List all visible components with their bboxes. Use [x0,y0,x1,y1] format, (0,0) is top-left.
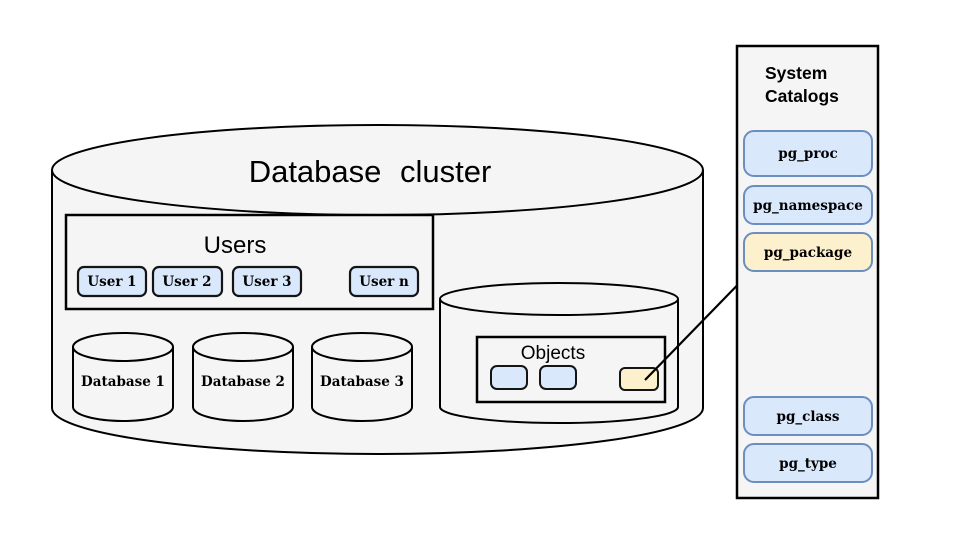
users-title: Users [204,232,267,259]
catalog-item-pg-namespace-label: pg_namespace [753,198,863,214]
user-button-3-label: User 3 [242,274,291,290]
catalog-item-pg-package-label: pg_package [764,245,852,261]
database-3-top [311,332,413,362]
catalog-item-pg-type-label: pg_type [779,456,837,472]
database-cylinder-1: Database 1 [72,332,174,422]
catalog-item-pg-class-rect [743,396,873,436]
database-2-top [192,332,294,362]
database-1-body [72,347,174,422]
user-button-n-label: User n [359,274,409,290]
catalog-item-pg-type: pg_type [743,443,873,483]
database-2-label: Database 2 [201,374,285,390]
user-button-3: User 3 [231,265,303,298]
database-1-top [72,332,174,362]
user-button-2: User 2 [151,265,224,298]
user-button-1: User 1 [76,265,148,298]
catalog-item-pg-namespace: pg_namespace [743,185,873,225]
system-catalogs-panel: System Catalogs pg_proc pg_namespace pg_… [735,44,880,500]
database-2-body [192,347,294,422]
user-button-1-label: User 1 [87,274,136,290]
user-button-2-label: User 2 [162,274,211,290]
user-button-n: User n [348,265,420,298]
user-button-2-rect [151,265,224,298]
catalog-item-pg-package: pg_package [743,232,873,272]
catalogs-title-line1: System [765,63,827,83]
catalog-item-pg-proc-rect [743,130,873,177]
cluster-title: Database cluster [249,154,492,189]
catalog-item-pg-package-rect [743,232,873,272]
catalogs-title-line2: Catalogs [765,86,839,106]
objects-cylinder: Objects [439,282,679,424]
object-item-package [619,367,659,391]
catalog-item-pg-class-label: pg_class [777,409,840,425]
object-item-1 [490,365,528,390]
objects-box: Objects [475,335,667,404]
catalog-item-pg-proc: pg_proc [743,130,873,177]
users-box: Users User 1 User 2 User 3 User n [64,213,435,311]
database-cylinder-2: Database 2 [192,332,294,422]
database-3-label: Database 3 [320,374,404,390]
database-1-label: Database 1 [81,374,165,390]
user-button-3-rect [231,265,303,298]
catalog-item-pg-namespace-rect [743,185,873,225]
catalog-item-pg-class: pg_class [743,396,873,436]
objects-cylinder-top [439,282,679,316]
objects-title: Objects [521,343,585,364]
catalog-item-pg-type-rect [743,443,873,483]
object-item-2 [539,365,577,390]
user-button-1-rect [76,265,148,298]
database-cylinder-3: Database 3 [311,332,413,422]
catalog-item-pg-proc-label: pg_proc [778,146,837,162]
user-button-n-rect [348,265,420,298]
database-3-body [311,347,413,422]
